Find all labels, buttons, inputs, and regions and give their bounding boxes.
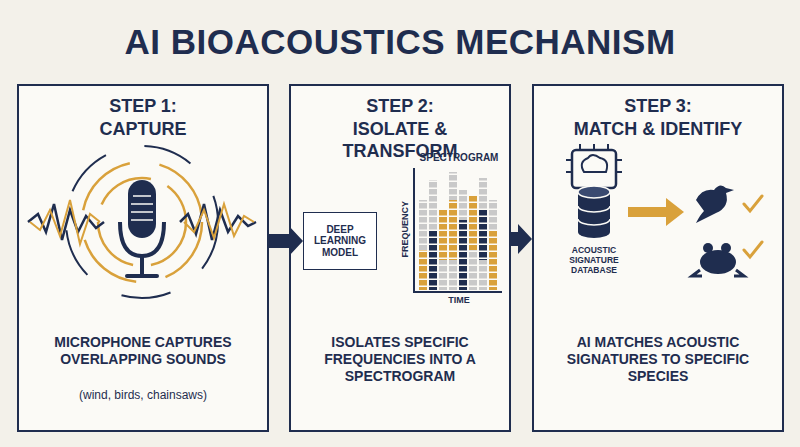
chip-pin — [607, 144, 609, 150]
mic-grille — [131, 211, 153, 213]
axis-label: TIME — [414, 295, 504, 305]
model-box: DEEP LEARNING MODEL — [303, 212, 377, 270]
chip-outline — [572, 150, 616, 188]
mic-grille — [133, 195, 151, 197]
step-title: MATCH & IDENTIFY — [542, 119, 774, 141]
flow-arrow — [510, 224, 532, 254]
database-cylinder — [578, 192, 610, 238]
database-label: ACOUSTIC SIGNATURE DATABASE — [560, 246, 628, 275]
chip-pin — [616, 171, 622, 173]
chart-title: SPECTROGRAM — [414, 152, 504, 164]
step-number: STEP 1: — [27, 96, 259, 118]
step-title: CAPTURE — [27, 119, 259, 141]
brain-icon — [582, 155, 607, 172]
database-rings — [578, 206, 610, 225]
frog-eye — [703, 243, 713, 253]
mic-stem — [140, 256, 144, 274]
spectrogram-chart — [413, 168, 502, 292]
diagram-title: AI BIOACOUSTICS MECHANISM — [0, 22, 800, 62]
axis-line — [413, 291, 502, 293]
chip-pin — [616, 159, 622, 161]
chip-pin — [593, 144, 595, 150]
frog-body — [700, 250, 736, 274]
chip-pin — [566, 171, 572, 173]
axis-line — [413, 168, 415, 292]
step-number: STEP 2: — [299, 96, 501, 118]
box-label: DEEP LEARNING MODEL — [304, 222, 376, 261]
database-top — [578, 186, 610, 198]
step-description: AI MATCHES ACOUSTIC SIGNATURES TO SPECIF… — [542, 334, 774, 384]
step-description: ISOLATES SPECIFIC FREQUENCIES INTO A SPE… — [299, 334, 501, 384]
mic-grille — [131, 203, 153, 205]
mic-base — [127, 274, 157, 278]
mic-grille — [131, 219, 153, 221]
step-note: (wind, birds, chainsaws) — [27, 388, 259, 402]
step-description: MICROPHONE CAPTURES OVERLAPPING SOUNDS — [27, 334, 259, 368]
spectrogram-grid — [417, 170, 499, 290]
arrow-shaft — [628, 207, 668, 217]
chip-pin — [566, 159, 572, 161]
axis-label: FREQUENCY — [400, 184, 410, 274]
frog-eye — [721, 243, 731, 253]
chip-pin — [579, 144, 581, 150]
mic-head — [128, 180, 156, 238]
step-number: STEP 3: — [542, 96, 774, 118]
